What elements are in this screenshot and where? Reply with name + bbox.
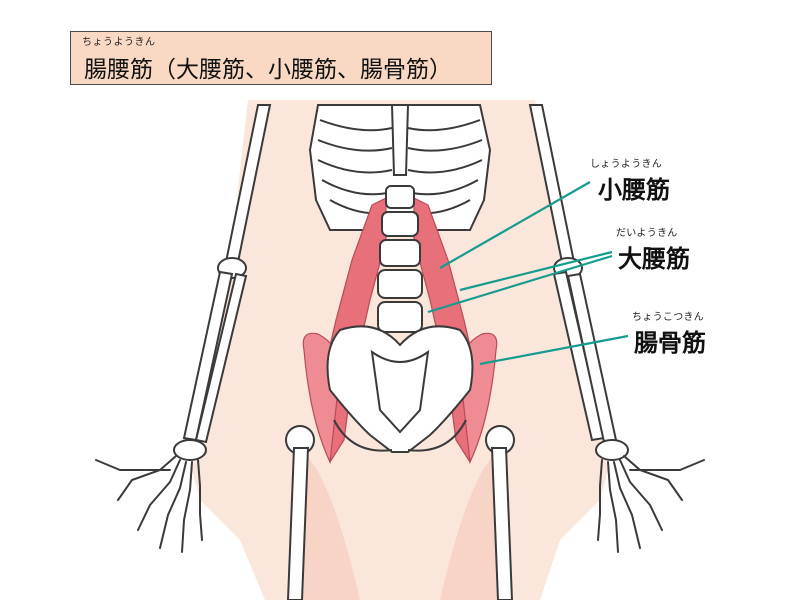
leader-line-psoas-minor [439,181,591,269]
label-iliacus: 腸骨筋 [634,329,706,357]
leader-lines [427,181,629,366]
title-ruby: ちょうようきん [82,37,156,48]
leader-line-psoas-major-2 [427,254,613,314]
label-ruby-psoas-major: だいようきん [616,228,678,239]
leader-line-psoas-major-1 [459,250,613,292]
inner-leg-silhouette [300,450,500,600]
label-psoas-major: 大腰筋 [618,245,690,273]
pelvis [326,325,474,453]
lumbar-spine [377,185,423,333]
rib-cage [308,104,492,231]
label-ruby-psoas-minor: しょうようきん [590,159,663,170]
left-arm-bones [173,104,272,461]
right-arm-bones [528,104,629,461]
page-title: 腸腰筋（大腰筋、小腰筋、腸骨筋） [84,57,452,83]
right-hand-bones [597,455,705,553]
label-ruby-iliacus: ちょうこつきん [632,312,705,323]
left-hand-bones [95,455,203,553]
title-box [70,31,492,85]
leader-line-iliacus [479,334,629,366]
label-psoas-minor: 小腰筋 [598,176,670,204]
right-femur [485,425,515,600]
left-femur [285,425,315,600]
